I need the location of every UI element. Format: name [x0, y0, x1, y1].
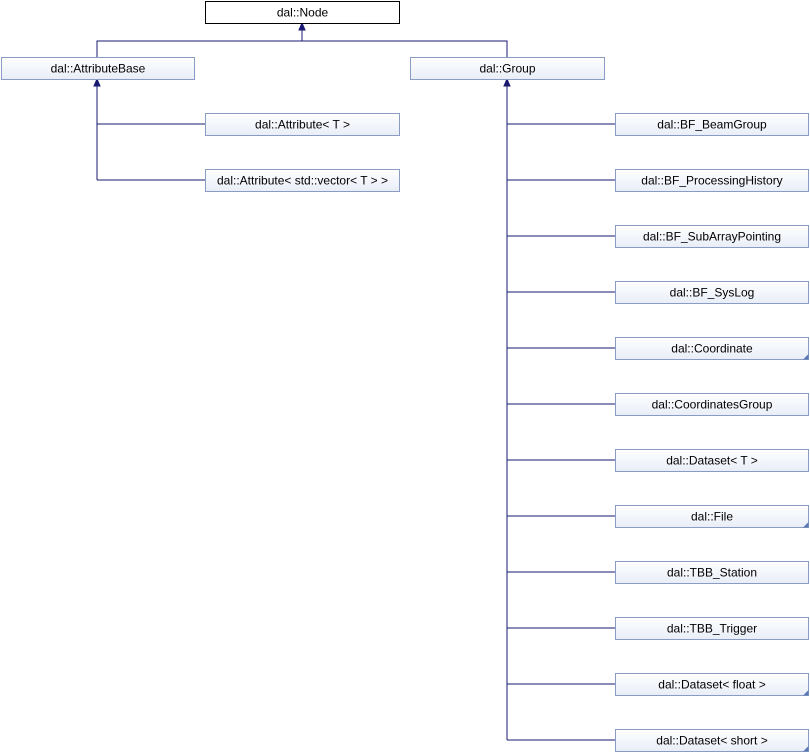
- class-node-box: [615, 225, 809, 248]
- class-node-box: [615, 505, 809, 528]
- class-node-bf-subarraypointing[interactable]: dal::BF_SubArrayPointing: [615, 225, 809, 248]
- class-node-box: [410, 57, 605, 80]
- class-node-dataset-float[interactable]: dal::Dataset< float >: [615, 673, 809, 696]
- class-node-box: [615, 337, 809, 360]
- class-node-tbb-trigger[interactable]: dal::TBB_Trigger: [615, 617, 809, 640]
- class-node-file[interactable]: dal::File: [615, 505, 809, 528]
- class-node-label: dal::TBB_Trigger: [667, 622, 757, 636]
- class-node-box: [615, 113, 809, 136]
- class-node-label: dal::BF_ProcessingHistory: [641, 174, 782, 188]
- edge-arrow-node: [298, 21, 306, 31]
- class-node-label: dal::File: [691, 510, 733, 524]
- class-node-label: dal::AttributeBase: [51, 62, 146, 76]
- class-node-label: dal::CoordinatesGroup: [652, 398, 773, 412]
- class-node-box: [1, 57, 195, 80]
- class-node-node[interactable]: dal::Node: [205, 1, 400, 24]
- class-node-label: dal::Coordinate: [671, 342, 753, 356]
- class-node-box: [205, 1, 400, 24]
- class-node-label: dal::BF_BeamGroup: [657, 118, 767, 132]
- class-node-bf-beamgroup[interactable]: dal::BF_BeamGroup: [615, 113, 809, 136]
- class-node-tbb-station[interactable]: dal::TBB_Station: [615, 561, 809, 584]
- class-node-box: [615, 561, 809, 584]
- more-children-marker-icon: [803, 522, 809, 528]
- class-node-attribute-vector[interactable]: dal::Attribute< std::vector< T > >: [205, 169, 400, 192]
- class-node-attribute-t[interactable]: dal::Attribute< T >: [205, 113, 400, 136]
- class-node-label: dal::TBB_Station: [667, 566, 757, 580]
- more-children-marker-icon: [803, 746, 809, 752]
- class-node-box: [615, 673, 809, 696]
- class-node-label: dal::Dataset< float >: [658, 678, 765, 692]
- class-node-box: [615, 393, 809, 416]
- edge-arrow-group: [503, 77, 511, 87]
- class-node-coordinate[interactable]: dal::Coordinate: [615, 337, 809, 360]
- class-node-label: dal::Dataset< short >: [656, 734, 767, 748]
- more-children-marker-icon: [803, 354, 809, 360]
- class-node-box: [615, 169, 809, 192]
- class-node-box: [205, 113, 400, 136]
- class-node-bf-processinghistory[interactable]: dal::BF_ProcessingHistory: [615, 169, 809, 192]
- class-node-coordinatesgroup[interactable]: dal::CoordinatesGroup: [615, 393, 809, 416]
- class-node-label: dal::Node: [277, 6, 329, 20]
- class-node-bf-syslog[interactable]: dal::BF_SysLog: [615, 281, 809, 304]
- class-node-box: [205, 169, 400, 192]
- class-node-label: dal::Group: [479, 62, 535, 76]
- edges-layer: [93, 21, 615, 741]
- more-children-marker-icon: [803, 690, 809, 696]
- class-node-label: dal::Attribute< std::vector< T > >: [217, 174, 388, 188]
- class-node-box: [615, 449, 809, 472]
- class-node-label: dal::Dataset< T >: [666, 454, 758, 468]
- class-node-box: [615, 617, 809, 640]
- class-node-box: [615, 281, 809, 304]
- class-node-group[interactable]: dal::Group: [410, 57, 605, 80]
- edge-arrow-attributebase: [93, 77, 101, 87]
- class-node-dataset-t[interactable]: dal::Dataset< T >: [615, 449, 809, 472]
- class-node-label: dal::Attribute< T >: [255, 118, 350, 132]
- class-node-dataset-short[interactable]: dal::Dataset< short >: [615, 729, 809, 752]
- edge-node-children: [96, 40, 508, 57]
- class-node-attributebase[interactable]: dal::AttributeBase: [1, 57, 195, 80]
- class-node-label: dal::BF_SubArrayPointing: [643, 230, 781, 244]
- class-node-label: dal::BF_SysLog: [670, 286, 755, 300]
